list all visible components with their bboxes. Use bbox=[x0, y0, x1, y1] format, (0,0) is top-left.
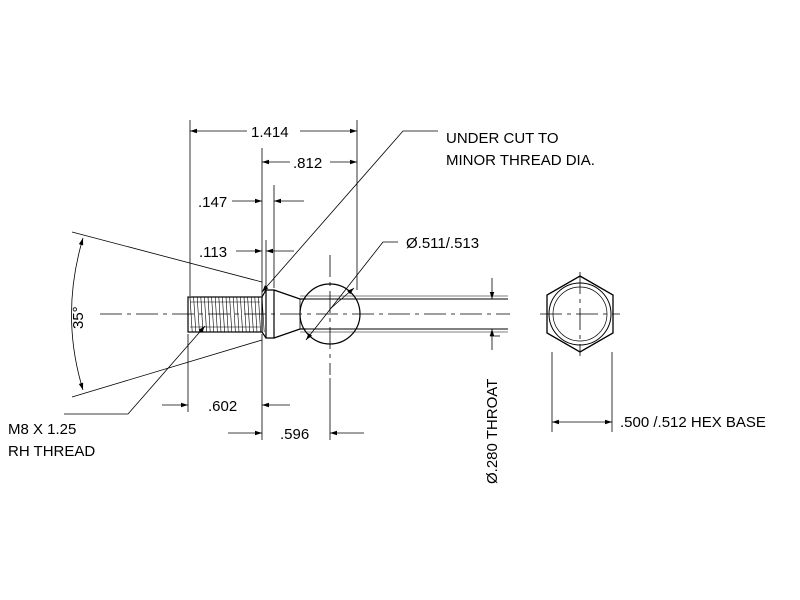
stud-body bbox=[261, 283, 508, 345]
thread-note-line2: RH THREAD bbox=[8, 443, 95, 460]
thread-pitch-line bbox=[211, 296, 215, 333]
cone-angle-label: 35° bbox=[70, 306, 87, 329]
thread-pitch-line bbox=[222, 296, 225, 333]
undercut-note-line1: UNDER CUT TO bbox=[446, 130, 559, 147]
overall-length-label: 1.414 bbox=[251, 124, 289, 141]
thread-pitch-line bbox=[250, 296, 254, 333]
hex-end-view bbox=[546, 275, 614, 353]
ball-to-shoulder-label: .812 bbox=[293, 155, 322, 172]
thread-pitch-line bbox=[229, 296, 233, 333]
thread-pitch-line bbox=[254, 296, 258, 333]
thread-pitch-line bbox=[218, 296, 222, 333]
thread-pitch-line bbox=[258, 296, 261, 333]
throat-label: Ø.280 THROAT bbox=[484, 379, 501, 484]
thread-pitch-line bbox=[189, 296, 193, 333]
thread-pitch-line bbox=[247, 296, 251, 333]
thread-pitch-line bbox=[232, 296, 236, 333]
thread-pitch-line bbox=[236, 296, 240, 333]
hex-base-label: .500 /.512 HEX BASE bbox=[620, 414, 766, 431]
undercut-note-line2: MINOR THREAD DIA. bbox=[446, 152, 595, 169]
thread-note-line1: M8 X 1.25 bbox=[8, 421, 76, 438]
extension-lines bbox=[71, 120, 613, 440]
thread-pitch-line bbox=[225, 296, 229, 333]
collar-width-label: .113 bbox=[199, 244, 227, 261]
thread-pitch-line bbox=[261, 296, 265, 333]
ball-diameter-label: Ø.511/.513 bbox=[406, 235, 479, 252]
dimension-lines bbox=[64, 128, 612, 436]
thread-length-label: .602 bbox=[208, 398, 237, 415]
shoulder-to-ball-label: .596 bbox=[280, 426, 309, 443]
thread-pitch-line bbox=[243, 296, 247, 333]
thread-pitch-line bbox=[204, 296, 207, 333]
undercut-width-label: .147 bbox=[198, 194, 227, 211]
thread-section bbox=[187, 296, 265, 333]
thread-pitch-line bbox=[214, 296, 218, 333]
thread-pitch-line bbox=[193, 296, 197, 333]
thread-pitch-line bbox=[207, 296, 211, 333]
thread-pitch-line bbox=[240, 296, 243, 333]
